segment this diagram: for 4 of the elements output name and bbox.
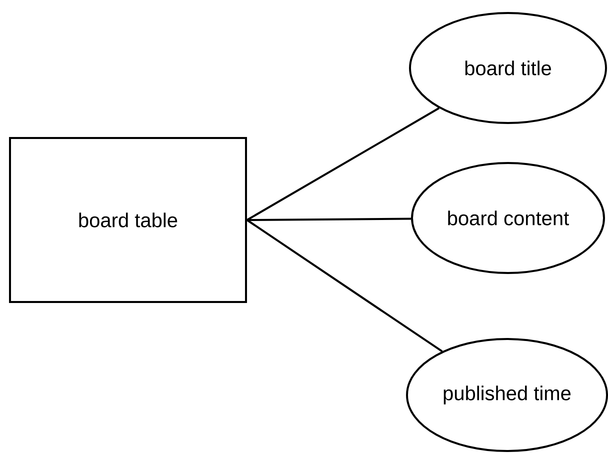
entity-box: board table	[9, 137, 247, 303]
connector-line	[246, 107, 440, 221]
connector-line	[246, 219, 443, 352]
connector-line	[247, 218, 412, 221]
